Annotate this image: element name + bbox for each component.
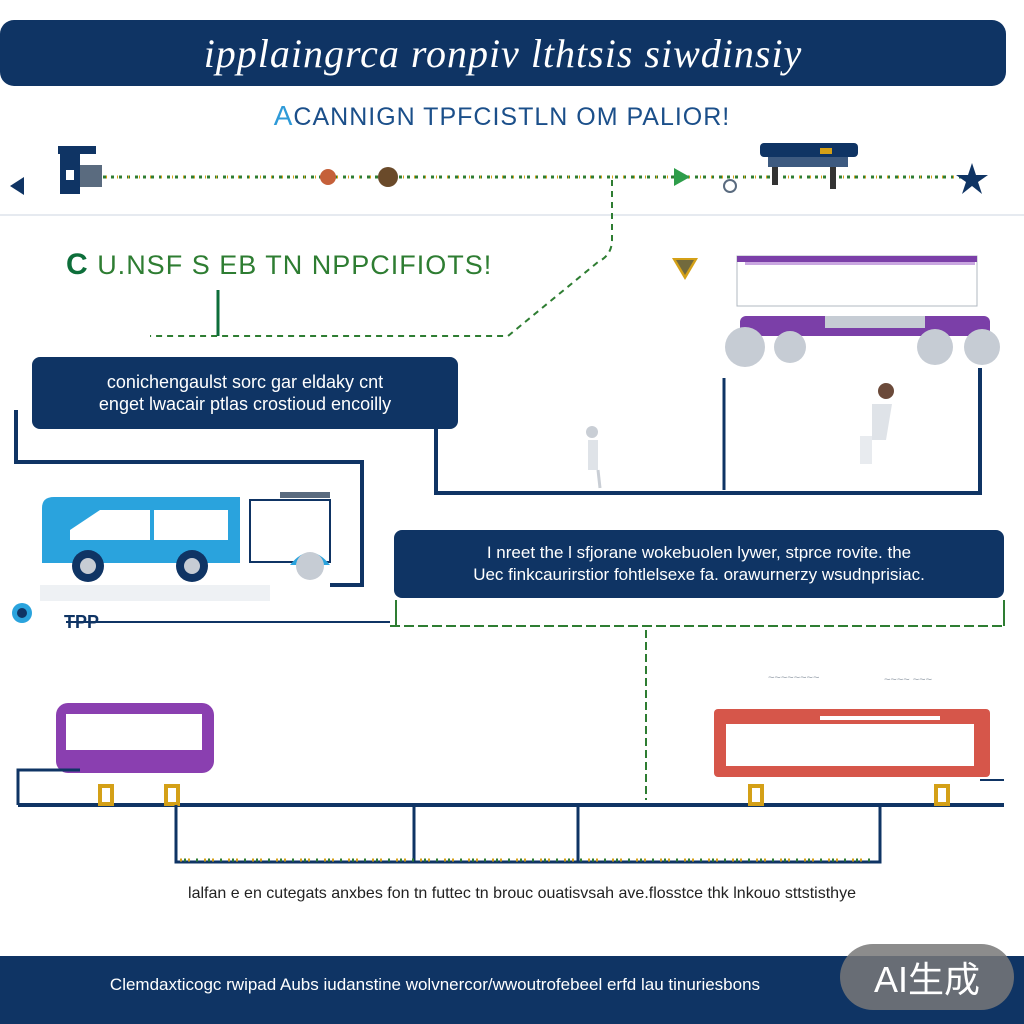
section-heading: C U.NSF S EB TN NPPCIFIOTS!: [66, 248, 492, 282]
timeline-marker-3: [723, 179, 737, 193]
station-icon: [58, 146, 102, 194]
train-car-icon: [725, 255, 1000, 367]
info-box-1-line-2: enget lwacair ptlas crostioud encoilly: [98, 394, 392, 414]
timeline-marker-1: [320, 169, 336, 185]
bus-icon: [714, 709, 990, 777]
train-icon: [760, 143, 858, 189]
info-box-2-line-2: Uec finkcaurirstior fohtlelsexe fa. oraw…: [473, 565, 925, 584]
connector-1: [150, 180, 613, 337]
info-box-1-line-1: conichengaulst sorc gar eldaky cnt: [106, 372, 384, 392]
bottom-caption: lalfan e en cutegats anxbes fon tn futte…: [188, 885, 856, 902]
star-icon: [956, 163, 988, 194]
left-arrow-icon: [10, 177, 24, 195]
info-box-2-line-1: I nreet the l sfjorane wokebuolen lywer,…: [486, 543, 912, 562]
side-label: TPP: [64, 612, 100, 632]
connector-3: [14, 410, 364, 587]
heading-c-icon: C: [66, 248, 89, 281]
section-heading-text: U.NSF S EB TN NPPCIFIOTS!: [97, 250, 493, 280]
ai-generated-badge: AI生成: [840, 944, 1014, 1010]
bracket: [174, 805, 882, 864]
play-marker-icon: [674, 168, 690, 186]
gray-note-2: ~~~~ ~~~: [884, 674, 933, 686]
page-subtitle: ACANNIGN TPFCISTLN OM PALIOR!: [0, 100, 1004, 132]
truck-icon: [40, 492, 331, 601]
info-box-2: I nreet the l sfjorane wokebuolen lywer,…: [394, 530, 1004, 598]
subtitle-text: CANNIGN TPFCISTLN OM PALIOR!: [293, 103, 731, 131]
timeline-marker-2: [378, 167, 398, 187]
connector-11: [16, 768, 80, 805]
subtitle-accent: A: [273, 100, 294, 131]
bus-icon: [56, 703, 214, 773]
connector-4: [434, 368, 982, 495]
gray-note-1: ~~~~~~~~: [768, 672, 820, 684]
info-box-1: conichengaulst sorc gar eldaky cnt enget…: [32, 357, 458, 429]
person-icon: [586, 426, 602, 489]
footer-text: Clemdaxticogc rwipad Aubs iudanstine wol…: [109, 975, 761, 994]
page-title: ipplaingrca ronpiv lthtsis siwdinsiy: [0, 20, 1006, 86]
person-icon: [860, 383, 894, 464]
